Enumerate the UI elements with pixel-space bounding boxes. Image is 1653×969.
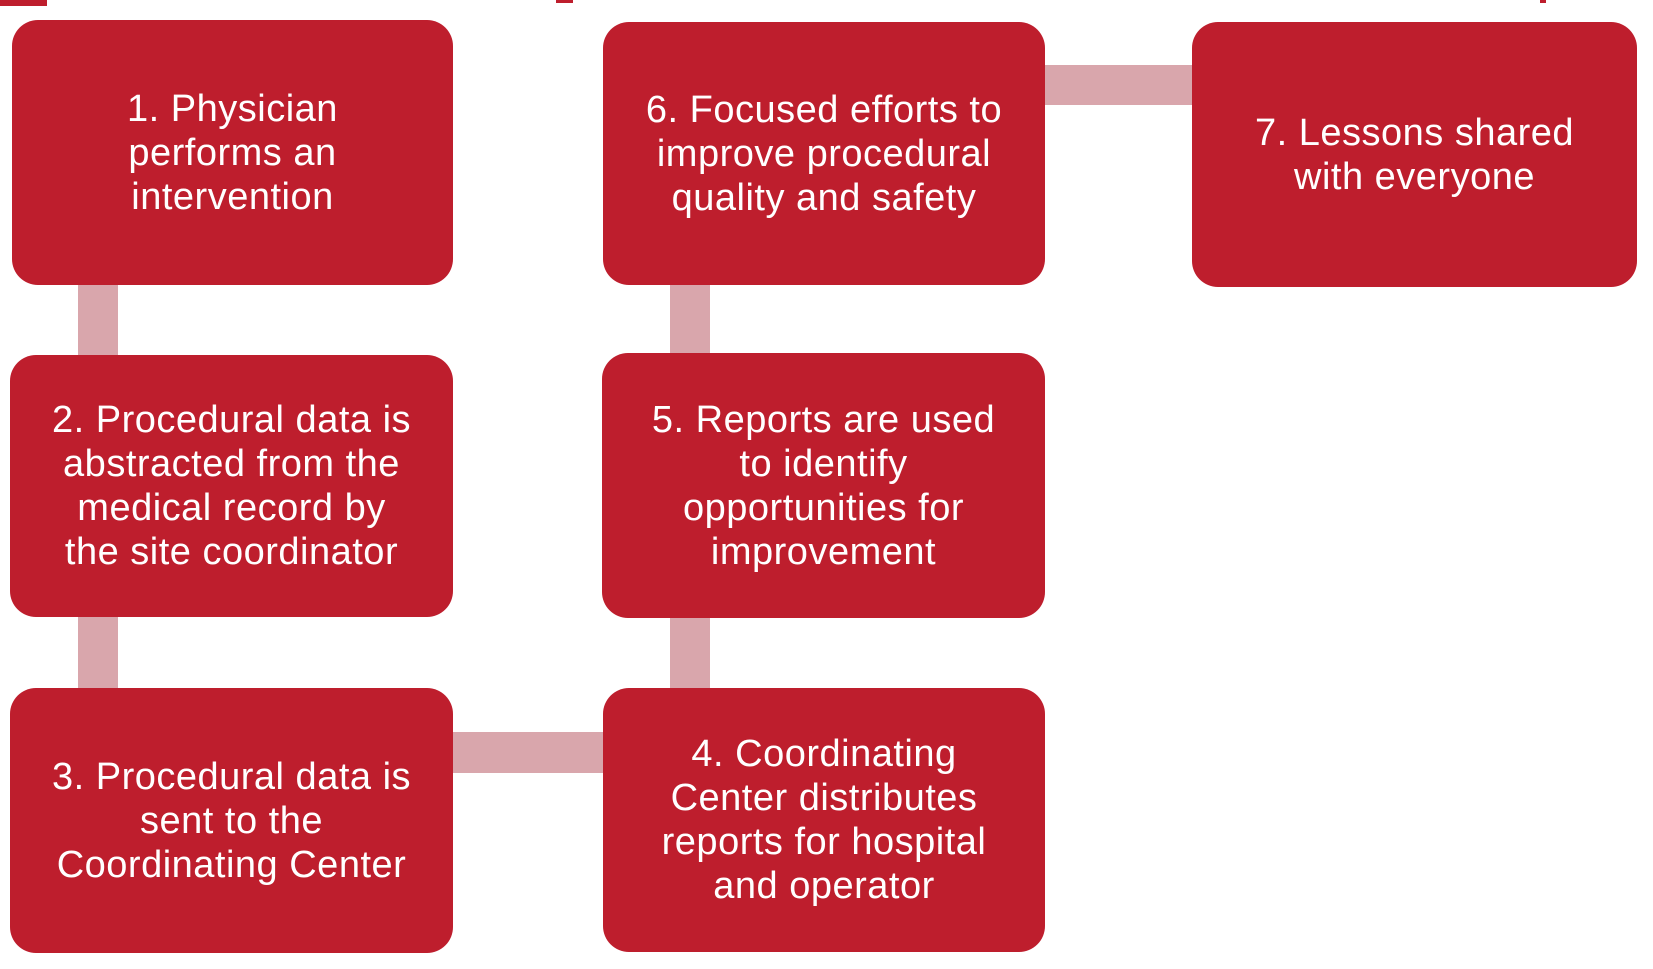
connector-6-7: [1045, 65, 1192, 105]
crop-artifact: [0, 0, 47, 6]
step-1-label-line: performs an: [128, 131, 337, 174]
step-3-label-line: sent to the: [140, 799, 323, 842]
connector-4-5: [670, 618, 710, 688]
step-2-label-line: 2. Procedural data is: [51, 399, 412, 441]
step-1-label-line: 1. Physician: [127, 87, 338, 130]
step-2-label-line: the site coordinator: [64, 531, 399, 573]
step-7-label-line: with everyone: [1294, 155, 1535, 198]
step-5-label-line: 5. Reports are used: [651, 398, 996, 441]
step-3-label-line: Coordinating Center: [56, 843, 407, 886]
step-3-label-line: 3. Procedural data is: [51, 755, 412, 798]
connector-2-3: [78, 617, 118, 688]
step-5-label-line: to identify: [739, 442, 908, 485]
step-1-label-line: intervention: [131, 175, 334, 218]
step-4-label-line: reports for hospital: [661, 821, 987, 863]
step-7-label-line: 7. Lessons shared: [1254, 111, 1575, 154]
step-5-label-line: opportunities for: [683, 486, 964, 529]
step-2-label-line: medical record by: [77, 487, 386, 529]
step-5-label-line: improvement: [710, 530, 937, 573]
step-6-label-line: improve procedural: [656, 132, 992, 175]
connector-5-6: [670, 285, 710, 353]
step-4-label-line: Center distributes: [670, 777, 978, 819]
connector-3-4: [453, 732, 603, 773]
crop-artifact: [556, 0, 573, 3]
step-6-label-line: quality and safety: [671, 176, 977, 219]
connector-1-2: [78, 285, 118, 355]
step-4-label-line: and operator: [713, 865, 935, 907]
step-2-label-line: abstracted from the: [63, 443, 400, 485]
step-6-label-line: 6. Focused efforts to: [645, 88, 1003, 131]
step-4-label-line: 4. Coordinating: [691, 733, 957, 775]
crop-artifact: [1540, 0, 1546, 3]
